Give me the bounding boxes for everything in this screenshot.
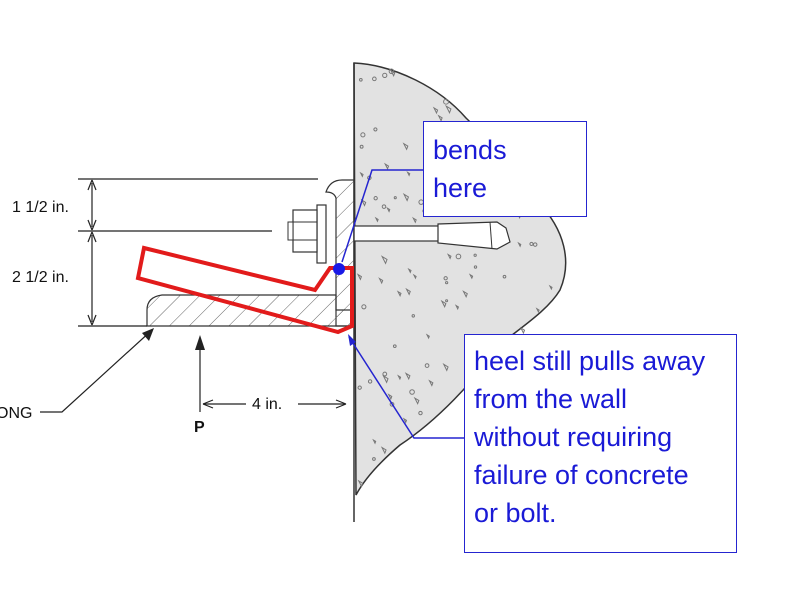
load-label: P	[194, 419, 205, 436]
heel-leader-arrow-head	[348, 334, 356, 346]
bolt-end	[287, 221, 294, 241]
distance-label: 4 in.	[252, 396, 282, 413]
heel-callout-line-1: heel still pulls away	[474, 346, 706, 376]
bolt-washer	[316, 204, 327, 264]
deformed-angle-outline	[135, 245, 354, 335]
dimension-lines	[40, 178, 347, 413]
sleeve-line	[489, 221, 493, 250]
angle-label: ONG	[0, 405, 32, 422]
heel-callout-line-3: without requiring	[474, 422, 673, 452]
heel-callout-leader	[348, 336, 466, 439]
top-height-label: 1 1/2 in.	[12, 199, 69, 216]
bend-callout-line-2: here	[433, 173, 488, 203]
heel-callout-line-5: or bolt.	[474, 498, 557, 528]
bend-point-marker	[333, 263, 345, 275]
bend-callout-leader	[341, 169, 425, 263]
angle-leader-arrow-head	[142, 328, 154, 341]
bend-callout: bends here	[423, 121, 587, 217]
bend-callout-line-1: bends	[433, 135, 507, 165]
lower-height-label: 2 1/2 in.	[12, 269, 69, 286]
angle-horizontal-leg	[146, 294, 355, 327]
bolt-nut	[292, 209, 318, 253]
heel-callout: heel still pulls away from the wall with…	[464, 334, 737, 553]
heel-callout-line-4: failure of concrete	[474, 460, 689, 490]
heel-callout-line-2: from the wall	[474, 384, 628, 414]
concrete-wall	[353, 62, 567, 496]
load-arrow-head	[195, 335, 205, 350]
